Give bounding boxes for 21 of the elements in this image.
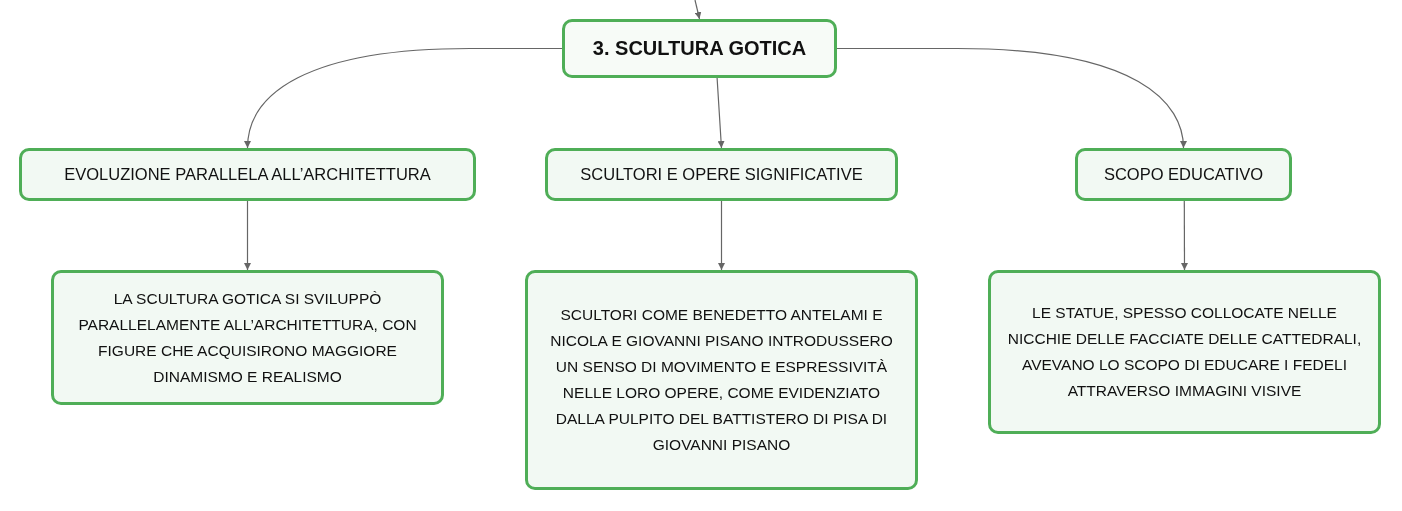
subtopic-box: [19, 148, 476, 201]
connector-arrow: [716, 77, 725, 149]
detail-text: SCULTORI COME BENEDETTO ANTELAMI E NICOLA E GIOVANNI PISANO INTRODUSSERO UN SENSO DI MOVIMENTO E ESPRESSIVITÀ NELLE LORO OPERE, COME EVIDENZIATO DALLA PULPITO DEL BATTISTERO DI PISA DI GIOVANNI PISANO: [549, 305, 894, 455]
connector-arrow: [1181, 200, 1188, 271]
subtopic-box: [1075, 148, 1292, 201]
connector-arrow: [718, 200, 725, 271]
connector-arrow: [694, 0, 702, 20]
subtopic-label: SCOPO EDUCATIVO: [1103, 165, 1264, 184]
connector-arrow: [244, 47, 563, 149]
detail-text: LA SCULTURA GOTICA SI SVILUPPÒ PARALLELAMENTE ALL’ARCHITETTURA, CON FIGURE CHE ACQUISIRONO MAGGIORE DINAMISMO E REALISMO: [77, 288, 418, 387]
detail-box: [988, 270, 1381, 434]
topic-box: [562, 19, 837, 78]
subtopic-box: [545, 148, 898, 201]
detail-text: LE STATUE, SPESSO COLLOCATE NELLE NICCHIE DELLE FACCIATE DELLE CATTEDRALI, AVEVANO LO SCOPO DI EDUCARE I FEDELI ATTRAVERSO IMMAGINI VISIVE: [1006, 303, 1363, 401]
subtopic-label: EVOLUZIONE PARALLELA ALL’ARCHITETTURA: [64, 165, 431, 184]
connector-arrow: [244, 200, 251, 271]
detail-box: [525, 270, 918, 490]
connector-arrow: [836, 47, 1187, 149]
detail-box: [51, 270, 444, 405]
topic-title: 3. SCULTURA GOTICA: [592, 37, 807, 60]
subtopic-label: SCULTORI E OPERE SIGNIFICATIVE: [580, 165, 863, 184]
